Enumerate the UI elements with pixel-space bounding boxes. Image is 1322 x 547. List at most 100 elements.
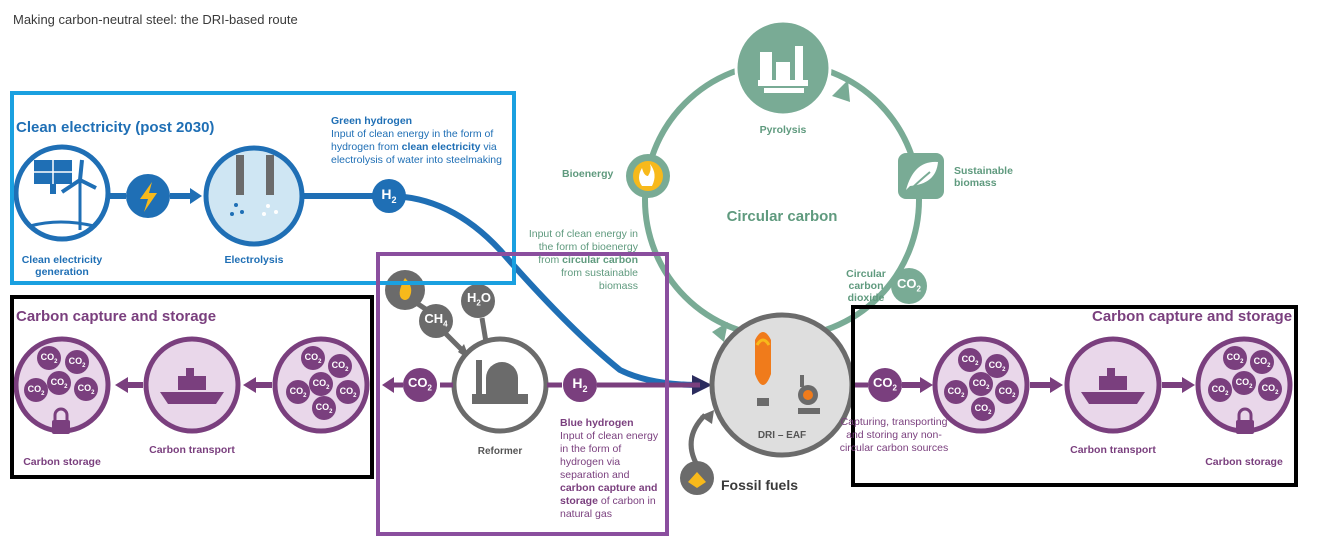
- co2-bubble-sub: 2: [1240, 358, 1244, 365]
- fossil-fuels-label: Fossil fuels: [721, 477, 799, 493]
- clean-electricity-heading: Clean electricity (post 2030): [16, 119, 215, 136]
- co2-bubble-label: CO2: [335, 385, 361, 402]
- left-carbon-transport-label: Carbon transport: [149, 444, 235, 456]
- right-ship-icon: [1064, 336, 1162, 434]
- h2-green-badge: [372, 179, 406, 213]
- co2-reformer-badge: [403, 368, 437, 402]
- h2-blue-label: H2: [563, 375, 597, 394]
- right-co2-cluster-icon: [932, 336, 1030, 434]
- co2-bubble-sub: 2: [345, 366, 349, 373]
- ring-arrow-top: [832, 80, 850, 102]
- co2-bubble-label: CO2: [1231, 376, 1257, 393]
- co2-bubble-co: CO: [304, 352, 319, 362]
- green-hydrogen-description: Green hydrogen Input of clean energy in …: [331, 115, 513, 167]
- co2-bubble-co: CO: [1226, 352, 1241, 362]
- co2-bubble-label: CO2: [46, 376, 72, 393]
- co2-bubble-sub: 2: [91, 389, 95, 396]
- h2-green-h: H: [381, 186, 392, 202]
- blue-hydrogen-text-2: of carbon in natural gas: [560, 495, 656, 520]
- co2-bubble-co: CO: [1235, 377, 1250, 387]
- h2o-sub: 2: [476, 298, 481, 308]
- green-hydrogen-heading: Green hydrogen: [331, 115, 413, 127]
- co2-bubble-co: CO: [68, 356, 83, 366]
- co2-bubble-label: CO2: [1249, 355, 1275, 372]
- co2-bubble-sub: 2: [1002, 366, 1006, 373]
- co2-bubble-sub: 2: [353, 392, 357, 399]
- ring-arrow-bottom: [712, 322, 728, 342]
- h2-blue-h: H: [572, 375, 583, 391]
- bioenergy-input-text-1: Input of clean energy in the form of bio…: [528, 228, 638, 266]
- co2-bubble-sub: 2: [318, 358, 322, 365]
- co2-capture-badge: [868, 368, 902, 402]
- co2-bubble-co: CO: [339, 386, 354, 396]
- co2-bubble-sub: 2: [326, 384, 330, 391]
- left-ship-icon: [143, 336, 241, 434]
- co2-bubble-co: CO: [1211, 384, 1226, 394]
- lock-icon: [1236, 420, 1254, 434]
- h2-green-sub: 2: [391, 194, 397, 205]
- left-carbon-storage-icon: [13, 336, 111, 434]
- h2-green-label: H2: [372, 186, 406, 205]
- co2-bubble-sub: 2: [1275, 389, 1279, 396]
- circular-co2-sub: 2: [916, 284, 921, 294]
- green-hydrogen-bold: clean electricity: [401, 141, 481, 153]
- co2-bubble-co: CO: [961, 354, 976, 364]
- bioenergy-input-description: Input of clean energy in the form of bio…: [520, 228, 638, 293]
- frame-left-ccs: [10, 295, 374, 479]
- co2-bubble-co: CO: [27, 384, 42, 394]
- co2-bubble-sub: 2: [986, 384, 990, 391]
- co2-bubble-co: CO: [974, 403, 989, 413]
- blue-hydrogen-bold: carbon capture and storage: [560, 482, 658, 507]
- electrolysis-label: Electrolysis: [224, 254, 284, 266]
- reformer-label: Reformer: [477, 446, 523, 457]
- lock-icon: [52, 420, 70, 434]
- frame-clean-electricity: [10, 91, 516, 285]
- co2-bubble-sub: 2: [988, 409, 992, 416]
- blue-hydrogen-heading: Blue hydrogen: [560, 417, 634, 429]
- co2-bubble-co: CO: [40, 352, 55, 362]
- co2-bubble-co: CO: [998, 386, 1013, 396]
- co2-bubble-sub: 2: [1225, 390, 1229, 397]
- co2-bubble-sub: 2: [64, 383, 68, 390]
- right-carbon-transport-label: Carbon transport: [1070, 444, 1156, 456]
- ch4-label: CH4: [419, 311, 453, 329]
- pyrolysis-label: Pyrolysis: [759, 124, 807, 136]
- co2-bubble-label: CO2: [285, 385, 311, 402]
- clean-electricity-generation-icon: [13, 144, 111, 242]
- co2-bubble-sub: 2: [961, 392, 965, 399]
- co2-bubble-co: CO: [50, 377, 65, 387]
- h2o-label: H2O: [460, 290, 498, 308]
- co2-bubble-sub: 2: [54, 358, 58, 365]
- ch4-sub: 4: [443, 319, 448, 329]
- co2-bubble-sub: 2: [975, 360, 979, 367]
- frame-reformer: [376, 252, 669, 536]
- co2-bubble-label: CO2: [300, 351, 326, 368]
- reformer-icon: [451, 336, 549, 434]
- co2-bubble-co: CO: [1253, 356, 1268, 366]
- h2-blue-badge: [563, 368, 597, 402]
- ch4-badge: [419, 304, 453, 338]
- circular-co2-text: CO2: [892, 276, 926, 294]
- circular-co2-co: CO: [897, 276, 917, 291]
- co2-bubble-label: CO2: [1257, 382, 1283, 399]
- left-co2-cluster-icon: [272, 336, 370, 434]
- green-hydrogen-pipe: [232, 193, 701, 388]
- co2-bubble-co: CO: [289, 386, 304, 396]
- dri-eaf-icon: [709, 312, 855, 458]
- left-carbon-storage-label: Carbon storage: [23, 456, 101, 468]
- green-hydrogen-text-1: Input of clean energy in the form of hyd…: [331, 128, 494, 153]
- co2-bubble-sub: 2: [41, 390, 45, 397]
- circular-co2-label: Circular carbon dioxide: [846, 268, 886, 304]
- sustainable-biomass-label: Sustainable biomass: [954, 165, 1013, 189]
- co2-bubble-sub: 2: [1267, 362, 1271, 369]
- diagram-title: Making carbon-neutral steel: the DRI-bas…: [13, 12, 298, 27]
- clean-electricity-generation-label: Clean electricity generation: [21, 254, 103, 278]
- bioenergy-input-bold: circular carbon: [562, 254, 638, 266]
- capturing-description: Capturing, transporting and storing any …: [839, 416, 949, 454]
- co2-bubble-label: CO2: [311, 401, 337, 418]
- pipe-arrowhead: [692, 375, 712, 395]
- co2-bubble-sub: 2: [329, 408, 333, 415]
- co2-bubble-co: CO: [1261, 383, 1276, 393]
